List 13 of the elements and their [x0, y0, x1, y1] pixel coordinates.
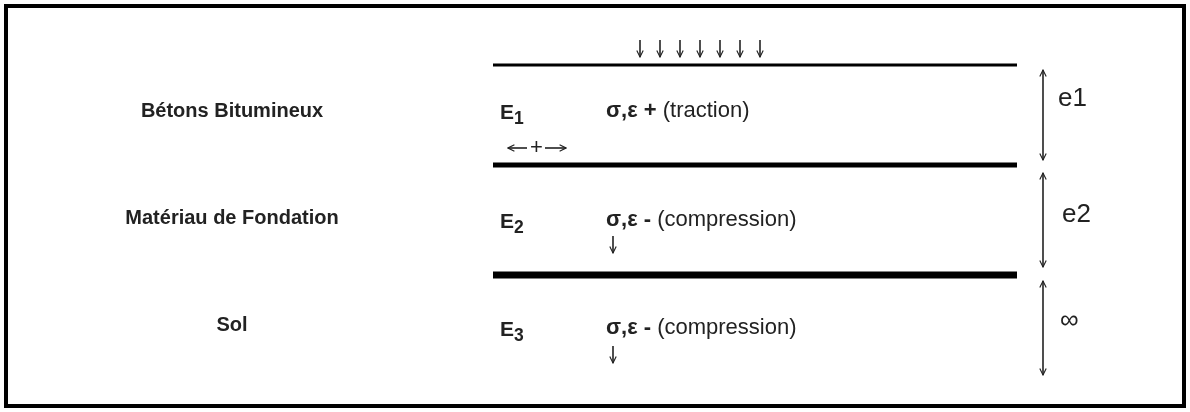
stress-strain-text: σ,ε - (compression) — [606, 208, 797, 230]
layer-name: Bétons Bitumineux — [140, 100, 324, 120]
modulus-label: E$_{1}$ — [500, 101, 524, 128]
sign-label: + — [530, 136, 543, 158]
layer-name: Matériau de Fondation — [125, 207, 339, 227]
stress-strain-text: σ,ε + (traction) — [606, 99, 750, 121]
stress-strain-text: σ,ε - (compression) — [606, 316, 797, 338]
thickness-label: ∞ — [1060, 306, 1079, 332]
modulus-label: E$_{3}$ — [500, 318, 524, 345]
modulus-label: E$_{2}$ — [500, 210, 524, 237]
layer-name: Sol — [216, 314, 248, 334]
thickness-label: e2 — [1062, 200, 1091, 226]
thickness-label: e1 — [1058, 84, 1087, 110]
